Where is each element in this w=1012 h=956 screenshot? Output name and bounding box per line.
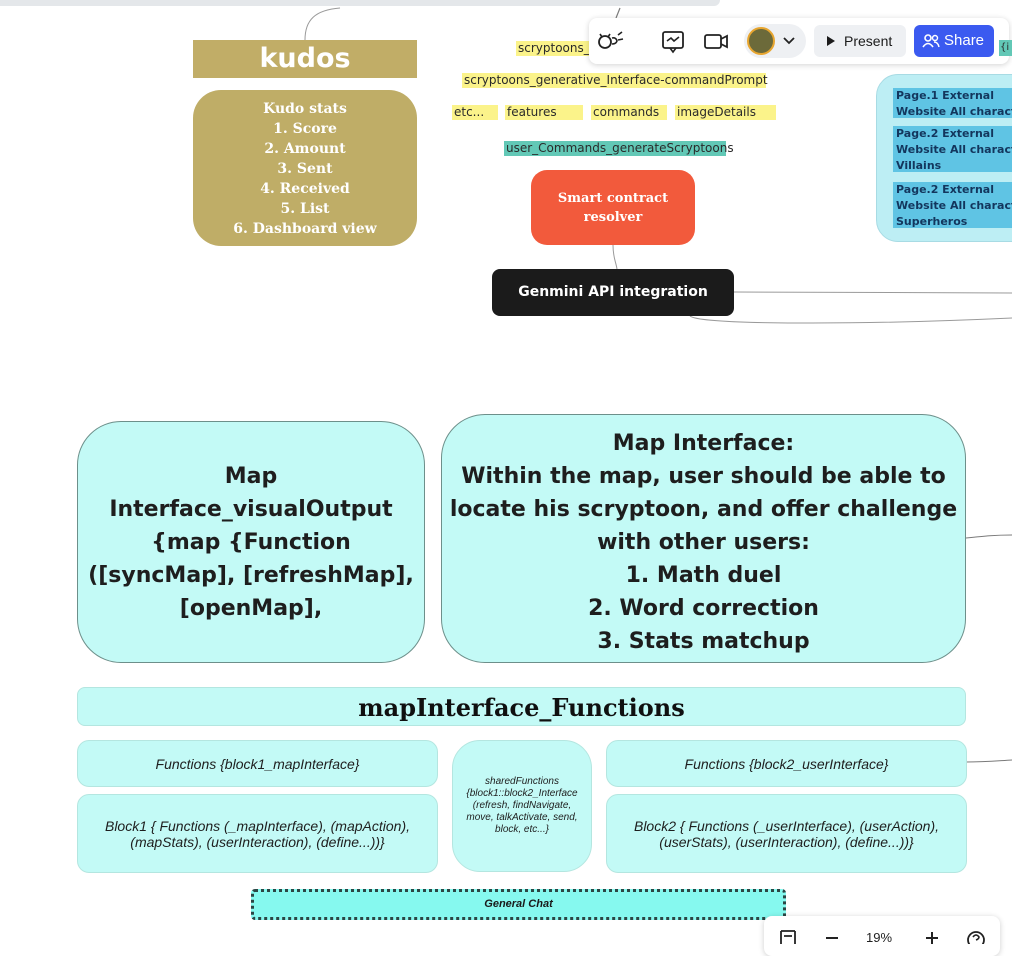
chevron-down-icon[interactable]	[782, 35, 796, 47]
page-card-line: Page.2 External	[896, 127, 994, 140]
play-icon	[827, 36, 835, 46]
page-card[interactable]: Page.1 External Website All characte	[893, 88, 1012, 118]
map-visual-output-node[interactable]: Map Interface_visualOutput {map {Functio…	[77, 421, 425, 663]
map-interface-line: locate his scryptoon, and offer challeng…	[449, 497, 958, 522]
connector-genmini-right	[733, 291, 1012, 294]
connector-genmini-right-lower	[689, 315, 1012, 324]
connector-kudos-top	[304, 7, 341, 41]
block1-title-node[interactable]: Functions {block1_mapInterface}	[77, 740, 438, 787]
map-interface-line: Within the map, user should be able to	[461, 464, 946, 489]
zoom-out-icon[interactable]	[822, 928, 842, 944]
kudos-title[interactable]: kudos Interface	[193, 40, 417, 112]
kudos-line: 4. Received	[260, 181, 350, 197]
page-card[interactable]: Page.2 External Website All characte Sup…	[893, 182, 1012, 228]
fit-to-screen-icon[interactable]	[778, 928, 798, 944]
zoom-level[interactable]: 19%	[866, 930, 893, 945]
map-visual-output-text: Map Interface_visualOutput {map {Functio…	[88, 463, 414, 621]
block2-title-node[interactable]: Functions {block2_userInterface}	[606, 740, 967, 787]
top-scroll-strip	[0, 0, 720, 6]
shared-functions-node[interactable]: sharedFunctions {block1::block2_Interfac…	[452, 740, 592, 872]
block2-body-text: Block2 { Functions (_userInterface), (us…	[633, 817, 940, 850]
page-card-line: Website All characte	[896, 199, 1012, 212]
map-interface-line: with other users:	[597, 530, 810, 555]
share-label: Share	[944, 32, 985, 49]
kudos-line: 6. Dashboard view	[233, 221, 377, 237]
avatar[interactable]	[747, 27, 775, 55]
kudos-line: 2. Amount	[264, 141, 346, 157]
sticky-edge-tag[interactable]: {i	[999, 40, 1012, 56]
map-interface-line: 1. Math duel	[625, 563, 782, 588]
connector-smart-genmini	[612, 244, 618, 270]
block1-body-text: Block1 { Functions (_mapInterface), (map…	[104, 817, 411, 850]
page-card-line: Page.2 External	[896, 183, 994, 196]
page-card[interactable]: Page.2 External Website All characte Vil…	[893, 126, 1012, 172]
general-chat-node[interactable]: General Chat	[251, 889, 786, 920]
zoom-in-icon[interactable]	[922, 928, 942, 944]
map-interface-node[interactable]: Map Interface: Within the map, user shou…	[441, 414, 966, 663]
sticky-command-prompt[interactable]: scryptoons_generative_Interface-commandP…	[462, 73, 768, 88]
kudos-line: Kudo stats	[263, 101, 347, 117]
map-interface-line: 3. Stats matchup	[597, 629, 810, 654]
functions-header[interactable]: mapInterface_Functions	[77, 687, 966, 726]
page-card-line: Villains	[896, 159, 942, 172]
page-card-line: Website All characte	[896, 143, 1012, 156]
shared-functions-text: sharedFunctions {block1::block2_Interfac…	[466, 776, 578, 835]
connector-map-right	[965, 534, 1012, 539]
map-interface-line: 2. Word correction	[588, 596, 819, 621]
page-card-line: Website All characte	[896, 105, 1012, 118]
comment-icon[interactable]	[659, 27, 687, 55]
users-icon	[922, 34, 940, 48]
page-card-line: Superheros	[896, 215, 968, 228]
kudos-line: 3. Sent	[277, 161, 333, 177]
sticky-commands[interactable]: commands	[591, 105, 667, 120]
connector-top-mid	[615, 7, 621, 19]
connector-functions-right	[965, 759, 1012, 763]
block2-title-text: Functions {block2_userInterface}	[684, 755, 889, 772]
block1-title-text: Functions {block1_mapInterface}	[155, 755, 360, 772]
sticky-etc[interactable]: etc...	[452, 105, 498, 120]
help-icon[interactable]	[966, 928, 986, 944]
present-label: Present	[844, 33, 893, 49]
present-button[interactable]: Present	[814, 25, 906, 57]
block2-body-node[interactable]: Block2 { Functions (_userInterface), (us…	[606, 794, 967, 873]
sticky-features[interactable]: features	[505, 105, 583, 120]
block1-body-node[interactable]: Block1 { Functions (_mapInterface), (map…	[77, 794, 438, 873]
sticky-user-commands[interactable]: user_Commands_generateScryptoons	[504, 141, 734, 156]
smart-contract-resolver-node[interactable]: Smart contract resolver	[531, 170, 695, 245]
kudos-line: 1. Score	[273, 121, 337, 137]
video-icon[interactable]	[702, 27, 730, 55]
kudos-stats-box[interactable]: Kudo stats 1. Score 2. Amount 3. Sent 4.…	[193, 90, 417, 246]
map-interface-line: Map Interface:	[612, 431, 795, 456]
kudos-line: 5. List	[280, 201, 330, 217]
genmini-api-node[interactable]: Genmini API integration	[492, 269, 734, 316]
page-card-line: Page.1 External	[896, 89, 994, 102]
reactions-icon[interactable]	[596, 27, 624, 55]
sticky-generative-cut[interactable]: scryptoons_g	[516, 41, 592, 56]
sticky-image-details[interactable]: imageDetails	[675, 105, 776, 120]
